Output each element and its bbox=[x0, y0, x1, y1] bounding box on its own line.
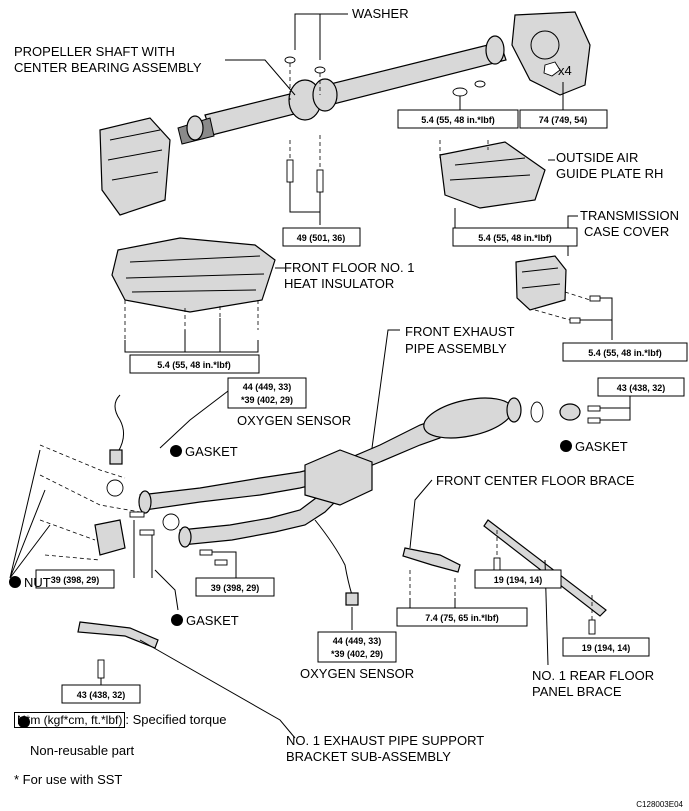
oxygen-sensor-bottom bbox=[314, 519, 359, 606]
label-propeller-1: PROPELLER SHAFT WITH bbox=[14, 44, 175, 59]
label-x4: x4 bbox=[558, 63, 572, 78]
label-trans-case-1: TRANSMISSION bbox=[580, 208, 679, 223]
label-gasket-right: GASKET bbox=[575, 439, 628, 454]
label-outside-air-1: OUTSIDE AIR bbox=[556, 150, 638, 165]
torque-39-mid: 39 (398, 29) bbox=[211, 583, 260, 593]
label-rear-brace-2: PANEL BRACE bbox=[532, 684, 622, 699]
transmission-case-cover bbox=[515, 255, 567, 311]
torque-54-top: 5.4 (55, 48 in.*lbf) bbox=[421, 115, 495, 125]
propeller-shaft bbox=[177, 35, 507, 145]
figure-code: C128003E04 bbox=[636, 800, 683, 809]
engine-manifold-outline bbox=[39, 444, 155, 561]
torque-74: 74 (749, 54) bbox=[539, 115, 588, 125]
legend-nonreusable: Non-reusable part bbox=[30, 743, 134, 758]
exhaust-pipe-support-bracket bbox=[77, 621, 159, 679]
differential-housing bbox=[511, 11, 591, 96]
label-gasket-bottom: GASKET bbox=[186, 613, 239, 628]
torque-54-case-cover: 5.4 (55, 48 in.*lbf) bbox=[588, 348, 662, 358]
label-rear-brace-1: NO. 1 REAR FLOOR bbox=[532, 668, 654, 683]
torque-19-a: 19 (194, 14) bbox=[494, 575, 543, 585]
label-front-exhaust-1: FRONT EXHAUST bbox=[405, 324, 515, 339]
torque-boxes bbox=[35, 109, 688, 704]
washers-and-bolts bbox=[284, 56, 561, 193]
label-nut: NUT bbox=[24, 575, 51, 590]
label-front-floor-1: FRONT FLOOR NO. 1 bbox=[284, 260, 415, 275]
label-oxygen-sensor-top: OXYGEN SENSOR bbox=[237, 413, 351, 428]
torque-54-insulator: 5.4 (55, 48 in.*lbf) bbox=[157, 360, 231, 370]
torque-43-bottom: 43 (438, 32) bbox=[77, 690, 126, 700]
legend-torque-text: : Specified torque bbox=[125, 712, 227, 727]
label-support-bracket-2: BRACKET SUB-ASSEMBLY bbox=[286, 749, 451, 764]
legend-nonreusable-text: Non-reusable part bbox=[30, 743, 135, 758]
torque-19-b: 19 (194, 14) bbox=[582, 643, 631, 653]
label-outside-air-2: GUIDE PLATE RH bbox=[556, 166, 663, 181]
legend-sst: * For use with SST bbox=[14, 772, 122, 787]
legend-torque-box: N*m (kgf*cm, ft.*lbf) bbox=[14, 712, 126, 728]
torque-43-right: 43 (438, 32) bbox=[617, 383, 666, 393]
outside-air-guide-plate bbox=[439, 141, 546, 209]
label-oxygen-sensor-bottom: OXYGEN SENSOR bbox=[300, 666, 414, 681]
torque-74-brace: 7.4 (75, 65 in.*lbf) bbox=[425, 613, 499, 623]
legend-torque: N*m (kgf*cm, ft.*lbf): Specified torque bbox=[14, 712, 227, 728]
torque-44-bottom: 44 (449, 33) bbox=[333, 636, 382, 646]
nonreusable-markers bbox=[9, 440, 572, 728]
torque-39-left: 39 (398, 29) bbox=[51, 575, 100, 585]
oxygen-sensor-top bbox=[109, 394, 124, 465]
torque-39-sst-bottom: *39 (402, 29) bbox=[331, 649, 383, 659]
label-gasket-left: GASKET bbox=[185, 444, 238, 459]
transmission-housing bbox=[99, 117, 171, 216]
label-washer: WASHER bbox=[352, 6, 409, 21]
front-center-floor-brace bbox=[402, 547, 461, 573]
torque-39-sst-top: *39 (402, 29) bbox=[241, 395, 293, 405]
torque-44-top: 44 (449, 33) bbox=[243, 382, 292, 392]
label-support-bracket-1: NO. 1 EXHAUST PIPE SUPPORT bbox=[286, 733, 484, 748]
gaskets bbox=[106, 401, 601, 531]
label-propeller-2: CENTER BEARING ASSEMBLY bbox=[14, 60, 202, 75]
label-trans-case-2: CASE COVER bbox=[584, 224, 669, 239]
front-floor-heat-insulator bbox=[111, 237, 276, 313]
label-front-floor-2: HEAT INSULATOR bbox=[284, 276, 394, 291]
torque-54-guide-plate: 5.4 (55, 48 in.*lbf) bbox=[478, 233, 552, 243]
torque-49: 49 (501, 36) bbox=[297, 233, 346, 243]
label-front-exhaust-2: PIPE ASSEMBLY bbox=[405, 341, 507, 356]
front-exhaust-pipe bbox=[138, 397, 522, 548]
legend-sst-text: * For use with SST bbox=[14, 772, 123, 787]
label-front-center-brace: FRONT CENTER FLOOR BRACE bbox=[436, 473, 635, 488]
